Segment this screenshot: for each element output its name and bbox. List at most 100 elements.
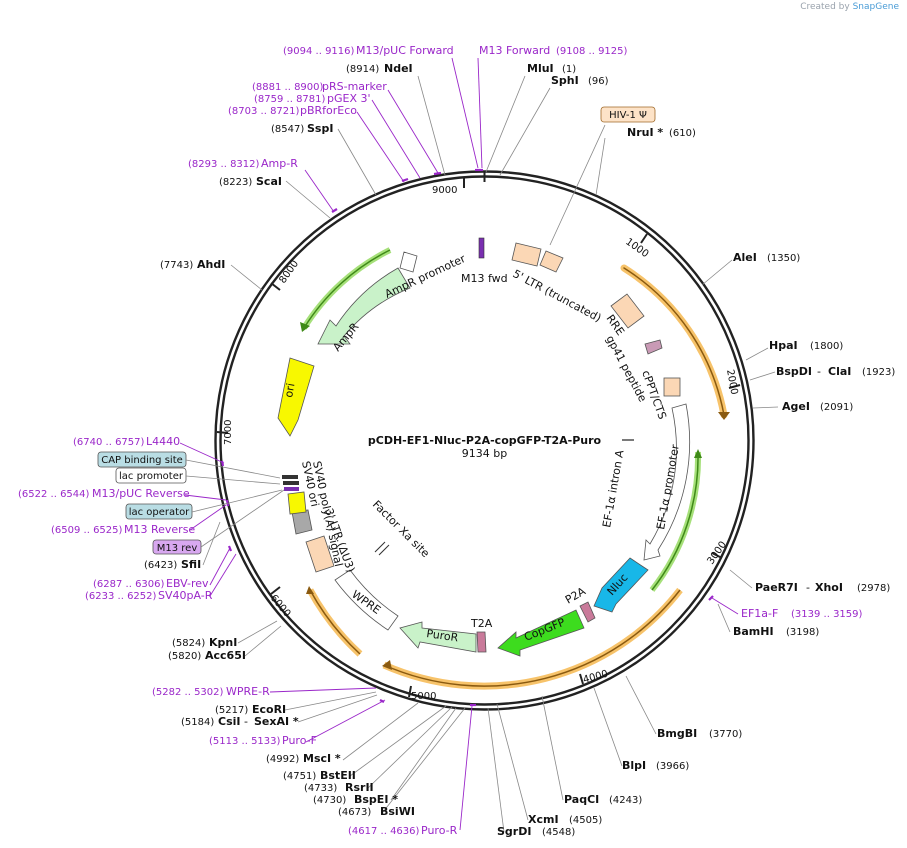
enzyme-alei: AleI (1350) — [733, 251, 800, 264]
primer-leaders — [179, 57, 739, 831]
svg-text:(6522 .. 6544): (6522 .. 6544) — [18, 489, 90, 500]
svg-text:MluI: MluI — [527, 62, 554, 75]
enzyme-paer7i: PaeR7I-XhoI(2978) — [755, 581, 890, 594]
feature-label: Factor Xa site — [370, 498, 432, 560]
enzyme-scai: (8223)ScaI — [219, 175, 282, 188]
svg-text:Amp-R: Amp-R — [261, 157, 298, 170]
tick-label: 2000 — [724, 369, 739, 396]
svg-text:(8914): (8914) — [346, 64, 379, 75]
tick-label: 9000 — [432, 185, 457, 196]
feature-t2a[interactable]: T2A — [470, 617, 493, 653]
feature-label: ori — [282, 382, 297, 398]
primer-m13-forward: M13 Forward(9108 .. 9125) — [479, 44, 628, 57]
svg-text:pRS-marker: pRS-marker — [322, 80, 387, 93]
feature-ampr[interactable]: AmpR — [317, 267, 411, 354]
orange-track-3 — [306, 586, 363, 657]
svg-text:NdeI: NdeI — [384, 62, 413, 75]
enzyme-acc65i: (5820)Acc65I — [168, 649, 246, 662]
svg-text:(6423): (6423) — [144, 560, 177, 571]
enzyme-csii: (5184)CsiI-SexAI * — [181, 715, 299, 728]
svg-text:BsiWI: BsiWI — [380, 805, 415, 818]
feature-rre[interactable]: RRE — [604, 293, 645, 338]
enzyme-xcmi: XcmI(4505) — [528, 813, 602, 826]
svg-text:lac operator: lac operator — [129, 507, 190, 518]
svg-text:NruI *: NruI * — [627, 126, 663, 139]
svg-text:ClaI: ClaI — [828, 365, 851, 378]
svg-text:(3966): (3966) — [656, 761, 689, 772]
enzyme-bsteii: (4751) BstEII — [283, 769, 356, 782]
feature-m13fwd[interactable]: M13 fwd — [461, 237, 508, 285]
enzyme-bmgbi: BmgBI(3770) — [657, 727, 742, 740]
feature-5ltr[interactable]: 5' LTR (truncated) — [511, 242, 604, 325]
svg-text:KpnI: KpnI — [209, 636, 237, 649]
svg-text:(8703 .. 8721): (8703 .. 8721) — [228, 106, 300, 117]
primer-sv40pa-r: (6233 .. 6252)SV40pA-R — [85, 589, 213, 602]
svg-text:(4505): (4505) — [569, 815, 602, 826]
feature-ori[interactable]: ori — [277, 357, 315, 437]
svg-text:-: - — [817, 365, 821, 378]
primer-wpre-r: (5282 .. 5302)WPRE-R — [152, 685, 270, 698]
svg-text:BspDI: BspDI — [776, 365, 812, 378]
enzyme-blpi: BlpI (3966) — [622, 759, 689, 772]
svg-text:pBRforEco: pBRforEco — [300, 104, 357, 117]
enzyme-ndei: (8914) NdeI — [346, 62, 413, 75]
primer-l4440: (6740 .. 6757)L4440 — [73, 435, 180, 448]
svg-text:Puro-F: Puro-F — [282, 734, 317, 747]
svg-text:(7743): (7743) — [160, 260, 193, 271]
svg-text:EF1a-F: EF1a-F — [741, 607, 778, 620]
hiv-psi-box[interactable]: HIV-1 Ψ — [600, 106, 656, 123]
enzyme-bspdi: BspDI-ClaI(1923) — [776, 365, 895, 378]
enzyme-rsrii: (4733) RsrII — [304, 781, 374, 794]
svg-text:AleI: AleI — [733, 251, 757, 264]
svg-text:-: - — [806, 581, 810, 594]
svg-text:lac promoter: lac promoter — [119, 471, 184, 482]
credit-text: Created by — [800, 2, 850, 12]
enzyme-paqci: PaqCI (4243) — [564, 793, 642, 806]
primer-m13puc-reverse: (6522 .. 6544)M13/pUC Reverse — [18, 487, 190, 500]
feature-puror[interactable]: PuroR — [399, 621, 477, 653]
svg-text:(8759 .. 8781): (8759 .. 8781) — [254, 94, 326, 105]
svg-text:(8547): (8547) — [271, 124, 304, 135]
svg-text:BstEII: BstEII — [320, 769, 356, 782]
svg-text:PaqCI: PaqCI — [564, 793, 599, 806]
feature-wpre[interactable]: WPRE — [334, 569, 399, 631]
feature-copgfp[interactable]: CopGFP — [497, 609, 585, 657]
svg-text:(610): (610) — [669, 128, 696, 139]
svg-text:BlpI: BlpI — [622, 759, 646, 772]
svg-text:(6233 .. 6252): (6233 .. 6252) — [85, 591, 157, 602]
svg-text:MscI *: MscI * — [303, 752, 341, 765]
svg-text:XhoI: XhoI — [815, 581, 843, 594]
feature-nluc[interactable]: Nluc — [593, 557, 649, 613]
enzyme-hpai: HpaI(1800) — [769, 339, 843, 352]
svg-text:(8223): (8223) — [219, 177, 252, 188]
svg-text:CAP binding site: CAP binding site — [101, 455, 183, 466]
lac-operator-box[interactable]: lac operator — [125, 489, 283, 520]
svg-text:(3770): (3770) — [709, 729, 742, 740]
cap-binding-site-box[interactable]: CAP binding site — [97, 451, 281, 479]
lac-promoter-box[interactable]: lac promoter — [115, 467, 281, 485]
svg-text:(4673): (4673) — [338, 807, 371, 818]
svg-text:(4730): (4730) — [313, 795, 346, 806]
svg-text:SfiI: SfiI — [181, 558, 201, 571]
m13-rev-box[interactable]: M13 rev — [152, 489, 285, 555]
feature-factor-xa[interactable]: Factor Xa site — [370, 498, 432, 560]
svg-text:(4617 .. 4636): (4617 .. 4636) — [348, 826, 420, 837]
svg-text:-: - — [244, 715, 248, 728]
svg-text:(2978): (2978) — [857, 583, 890, 594]
svg-text:M13/pUC Forward: M13/pUC Forward — [356, 44, 454, 57]
svg-text:SgrDI: SgrDI — [497, 825, 531, 838]
scale-ticks — [216, 171, 741, 698]
svg-text:(4243): (4243) — [609, 795, 642, 806]
svg-text:RsrII: RsrII — [345, 781, 374, 794]
svg-text:(1350): (1350) — [767, 253, 800, 264]
svg-text:HpaI: HpaI — [769, 339, 798, 352]
svg-text:AgeI: AgeI — [782, 400, 810, 413]
feature-ef1-intron[interactable]: EF-1α intron A — [600, 439, 634, 529]
svg-text:Puro-R: Puro-R — [421, 824, 458, 837]
enzyme-bsiwi: (4673) BsiWI — [338, 805, 415, 818]
svg-text:(3139 .. 3159): (3139 .. 3159) — [791, 609, 863, 620]
svg-text:(4733): (4733) — [304, 783, 337, 794]
svg-text:(4751): (4751) — [283, 771, 316, 782]
enzyme-leaders — [202, 75, 779, 833]
feature-label: M13 fwd — [461, 272, 508, 285]
